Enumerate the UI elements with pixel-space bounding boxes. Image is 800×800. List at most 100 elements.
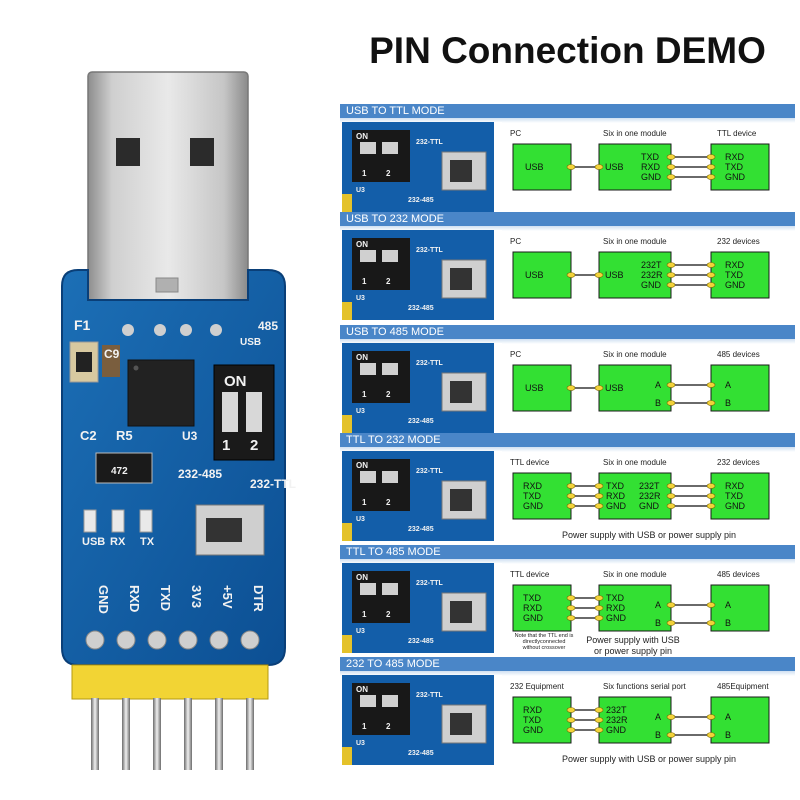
connector-pad [566,385,576,391]
connector-pad [666,503,676,509]
label-232-485: 232-485 [178,467,222,481]
left-caption: TTL device [510,570,550,579]
module-right-label-gnd: GND [639,501,660,511]
right-label-rxd: RXD [725,481,745,491]
right-device-block [710,143,770,191]
connector-pad [706,714,716,720]
module-left-label-gnd: GND [606,725,627,735]
mode-title-usb-to-485: USB TO 485 MODE [340,325,795,344]
switch-num-1: 1 [362,498,367,507]
ttl-side-note-0: Note that the TTL end is [515,633,574,639]
label-r5: R5 [116,428,133,443]
switch-num-1: 1 [362,169,367,178]
right-caption: 232 devices [717,458,760,467]
switch-side-label: 232-TTL [416,360,444,367]
left-caption: TTL device [510,458,550,467]
pin-pad [178,630,198,650]
connector-pad [706,282,716,288]
connector-pad [666,400,676,406]
connector-pad [666,493,676,499]
right-device-block [710,472,770,520]
module-right-label-232r: 232R [639,491,661,501]
label-c9: C9 [104,347,120,361]
module-label-usb: USB [605,162,624,172]
connector-pad [594,727,604,733]
switch-bottom-label: 232-485 [408,197,434,204]
module-right-label-gnd: GND [641,280,662,290]
left-caption: PC [510,129,521,138]
connector-pad [666,272,676,278]
connector-pad [566,503,576,509]
mode-title-232-to-485: 232 TO 485 MODE [340,657,795,676]
switch-num-2: 2 [386,169,391,178]
right-label-rxd: RXD [725,260,745,270]
module-right-label-232r: 232R [641,270,663,280]
mid-caption: Six in one module [603,350,667,359]
left-device-block [512,472,572,520]
label-f1: F1 [74,317,91,333]
connector-pad [706,272,716,278]
switch-on-label: ON [356,573,368,582]
switch-on-label: ON [356,353,368,362]
left-label-rxd: RXD [523,481,543,491]
module-right-label-a: A [655,712,661,722]
left-label-txd: TXD [523,715,542,725]
connector-pad [566,727,576,733]
switch-num-1: 1 [362,722,367,731]
connector-pad [594,717,604,723]
pin-pad [116,630,136,650]
right-caption: 485 devices [717,350,760,359]
connector-pad [594,707,604,713]
switch-num-2: 2 [386,277,391,286]
pin-label-plus5v: +5V [220,585,235,609]
connector-pad [566,272,576,278]
left-caption: 232 Equipment [510,682,565,691]
left-device-block [512,696,572,744]
pin-pad [240,630,260,650]
header-pin [215,698,223,770]
label-resistor: 472 [111,466,128,477]
left-label-gnd: GND [523,725,544,735]
connector-pad [666,732,676,738]
connector-pad [706,174,716,180]
left-label-gnd: GND [523,613,544,623]
module-right-label-a: A [655,380,661,390]
switch-on-label: ON [356,685,368,694]
switch-on-label: ON [356,132,368,141]
switch-u3-label: U3 [356,408,365,415]
right-label-gnd: GND [725,172,746,182]
switch-u3-label: U3 [356,740,365,747]
left-device-block [512,251,572,299]
switch-num-1: 1 [362,390,367,399]
header-pin [122,698,130,770]
power-note: Power supply with USB or power supply pi… [562,754,736,764]
mid-caption: Six functions serial port [603,682,686,691]
switch-bottom-label: 232-485 [408,305,434,312]
left-label-rxd: RXD [523,705,543,715]
connector-pad [666,164,676,170]
usb-plug [87,71,249,313]
module-left-label-txd: TXD [606,481,625,491]
right-caption: TTL device [717,129,757,138]
module-right-label-b: B [655,398,661,408]
left-device-block [512,364,572,412]
mid-caption: Six in one module [603,129,667,138]
header-pin [153,698,161,770]
connector-pad [666,620,676,626]
left-label-txd: TXD [523,593,542,603]
connector-pad [666,602,676,608]
header-pin [246,698,254,770]
module-left-label-232t: 232T [606,705,627,715]
right-label-b: B [725,730,731,740]
switch-bottom-label: 232-485 [408,418,434,425]
label-232-ttl: 232-TTL [250,477,296,491]
label-sw1: 1 [222,437,230,454]
module-right-label-232t: 232T [639,481,660,491]
right-label-a: A [725,380,731,390]
right-label-gnd: GND [725,280,746,290]
connector-pad [594,503,604,509]
connector-pad [594,595,604,601]
